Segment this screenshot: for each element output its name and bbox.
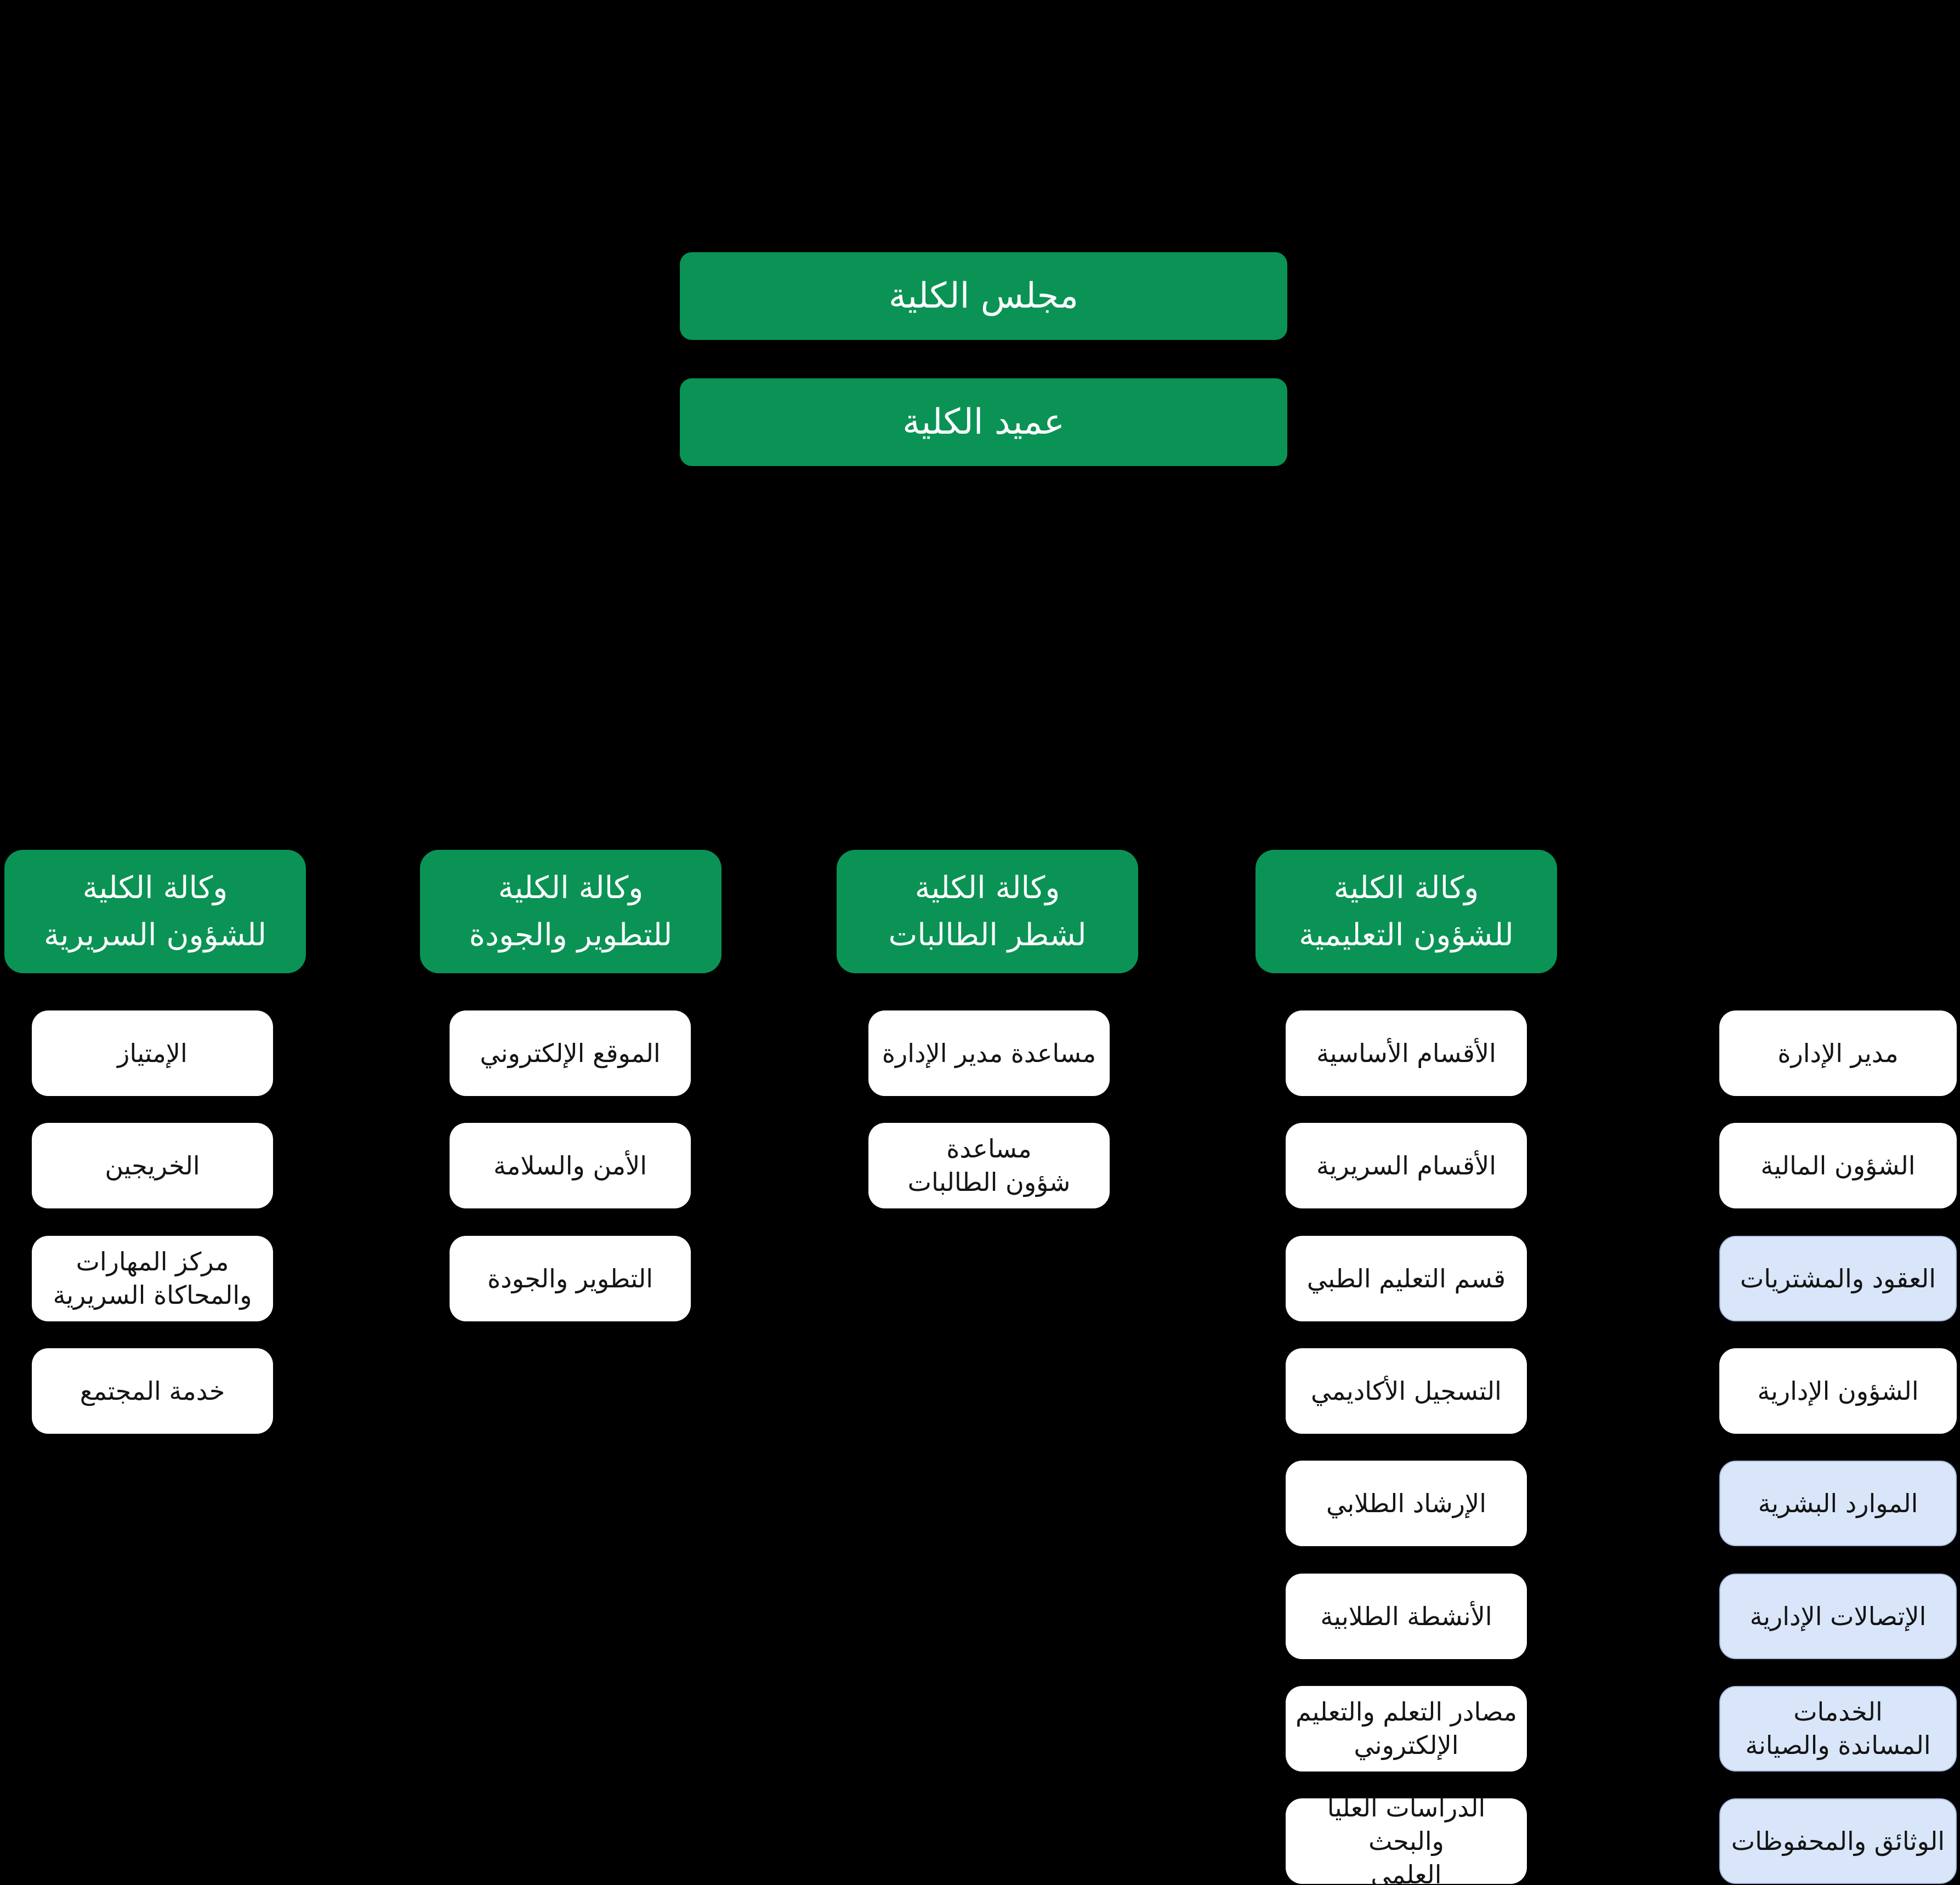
header-development-quality: وكالة الكلية للتطوير والجودة — [420, 850, 721, 973]
node-assistant-student-affairs: مساعدة شؤون الطالبات — [868, 1123, 1110, 1208]
node-community-service: خدمة المجتمع — [32, 1348, 273, 1434]
header-clinical-affairs: وكالة الكلية للشؤون السريرية — [4, 850, 306, 973]
node-administrative-affairs: الشؤون الإدارية — [1719, 1348, 1957, 1434]
node-website: الموقع الإلكتروني — [450, 1010, 691, 1096]
node-college-council: مجلس الكلية — [680, 252, 1287, 340]
node-student-guidance: الإرشاد الطلابي — [1286, 1461, 1527, 1546]
node-admin-director: مدير الإدارة — [1719, 1010, 1957, 1096]
node-clinical-departments: الأقسام السريرية — [1286, 1123, 1527, 1208]
header-educational-affairs: وكالة الكلية للشؤون التعليمية — [1255, 850, 1557, 973]
node-development-quality: التطوير والجودة — [450, 1236, 691, 1321]
node-security-safety: الأمن والسلامة — [450, 1123, 691, 1208]
header-female-students: وكالة الكلية لشطر الطالبات — [837, 850, 1138, 973]
node-student-activities: الأنشطة الطلابية — [1286, 1574, 1527, 1659]
node-medical-education: قسم التعليم الطبي — [1286, 1236, 1527, 1321]
node-admin-communications: الإتصالات الإدارية — [1719, 1574, 1957, 1659]
node-internship: الإمتياز — [32, 1010, 273, 1096]
node-human-resources: الموارد البشرية — [1719, 1461, 1957, 1546]
node-college-dean: عميد الكلية — [680, 378, 1287, 466]
node-basic-departments: الأقسام الأساسية — [1286, 1010, 1527, 1096]
node-financial-affairs: الشؤون المالية — [1719, 1123, 1957, 1208]
node-assistant-admin-director: مساعدة مدير الإدارة — [868, 1010, 1110, 1096]
node-postgrad-research: الدراسات العليا والبحث العلمي — [1286, 1793, 1527, 1885]
node-learning-resources-elearning: مصادر التعلم والتعليم الإلكتروني — [1286, 1686, 1527, 1772]
node-contracts-procurement: العقود والمشتريات — [1719, 1236, 1957, 1321]
node-graduates: الخريجين — [32, 1123, 273, 1208]
node-academic-registration: التسجيل الأكاديمي — [1286, 1348, 1527, 1434]
node-skills-simulation-center: مركز المهارات والمحاكاة السريرية — [32, 1236, 273, 1321]
node-documents-archives: الوثائق والمحفوظات — [1719, 1798, 1957, 1884]
node-support-services-maintenance: الخدمات المساندة والصيانة — [1719, 1686, 1957, 1772]
